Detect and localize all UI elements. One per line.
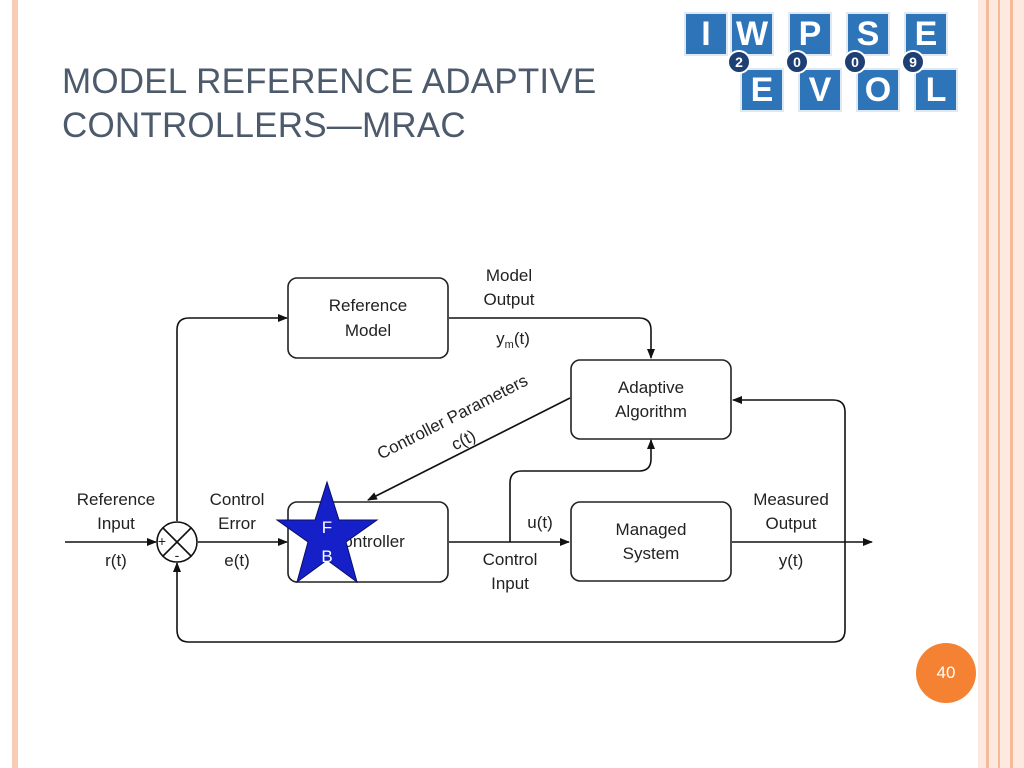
signal-control-to-adaptive [509, 439, 655, 542]
control-input-label: Input [491, 574, 529, 593]
signal-feedback [173, 542, 846, 643]
yt-label: y(t) [779, 551, 804, 570]
logo-year-digit: 2 [727, 50, 751, 74]
adaptive-algorithm-block: Adaptive Algorithm [570, 359, 732, 440]
slide-frame-right [978, 0, 1024, 768]
logo-year-digit: 0 [785, 50, 809, 74]
measured-output-label: Output [765, 514, 816, 533]
logo-tile: O [856, 68, 900, 112]
signal-model-output [449, 317, 655, 359]
logo-tile: L [914, 68, 958, 112]
ct-label: c(t) [448, 426, 478, 454]
star-icon [275, 480, 379, 584]
reference-model-label: Model [345, 321, 391, 340]
measured-output-label: Measured [753, 490, 829, 509]
controller-parameters-label: Controller Parameters [374, 371, 531, 463]
model-output-label: Output [483, 290, 534, 309]
logo-tile: P [788, 12, 832, 56]
signal-reference-to-model [176, 314, 288, 521]
logo-tile: I [684, 12, 728, 56]
logo-tile: W [730, 12, 774, 56]
iwpse-evol-logo: I W P S E E V O L 2 0 0 9 [684, 12, 968, 116]
frame-stripe [998, 0, 1000, 768]
logo-tile: E [740, 68, 784, 112]
plus-sign: + [158, 533, 166, 549]
reference-input-label: Reference [77, 490, 155, 509]
star-letter: F [322, 518, 332, 537]
control-error-label: Control [210, 490, 265, 509]
logo-tile: V [798, 68, 842, 112]
star-badge: F B [275, 480, 379, 584]
control-error-label: Error [218, 514, 256, 533]
reference-model-label: Reference [329, 296, 407, 315]
signal-output-to-adaptive [732, 396, 846, 542]
reference-model-block: Reference Model [287, 277, 449, 359]
model-output-label: Model [486, 266, 532, 285]
summing-junction: + - [156, 521, 198, 563]
adaptive-algorithm-label: Adaptive [618, 378, 684, 397]
et-label: e(t) [224, 551, 250, 570]
logo-year-digit: 9 [901, 50, 925, 74]
frame-stripe [986, 0, 989, 768]
slide-title: MODEL REFERENCE ADAPTIVE CONTROLLERS—MRA… [62, 60, 702, 148]
adaptive-algorithm-label: Algorithm [615, 402, 687, 421]
reference-input-label: Input [97, 514, 135, 533]
managed-system-label: Managed [616, 520, 687, 539]
title-line-2: CONTROLLERS—MRAC [62, 106, 466, 145]
managed-system-block: Managed System [570, 501, 732, 582]
logo-tile: S [846, 12, 890, 56]
title-line-1: MODEL REFERENCE ADAPTIVE [62, 62, 597, 101]
star-letter: B [321, 547, 332, 566]
ut-label: u(t) [527, 513, 553, 532]
rt-label: r(t) [105, 551, 127, 570]
minus-sign: - [175, 547, 180, 563]
managed-system-label: System [623, 544, 680, 563]
slide-frame-left [12, 0, 18, 768]
page-number-badge: 40 [916, 643, 976, 703]
control-input-label: Control [483, 550, 538, 569]
frame-stripe [1010, 0, 1013, 768]
signal-controller-parameters [367, 397, 571, 501]
ym-label: ym(t) [496, 329, 530, 351]
logo-tile: E [904, 12, 948, 56]
logo-year-digit: 0 [843, 50, 867, 74]
